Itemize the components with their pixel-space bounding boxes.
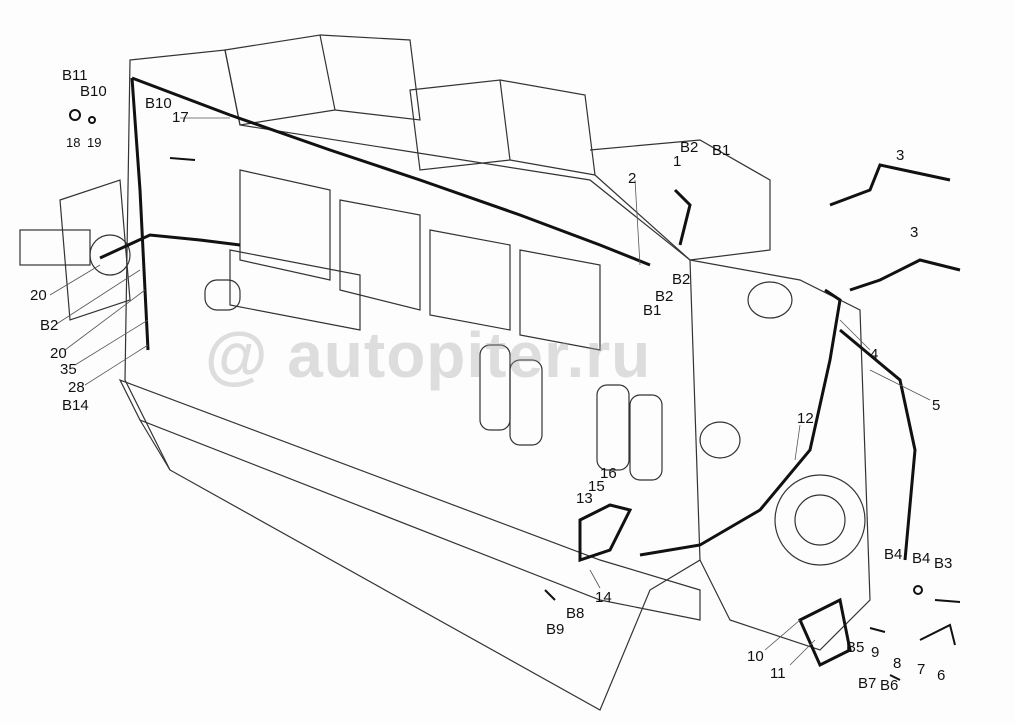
callout-label: 2 (628, 170, 637, 187)
callout-label: 20 (30, 287, 47, 304)
callout-label: 1 (673, 153, 682, 170)
watermark: @ autopiter.ru (205, 319, 652, 391)
callout-label: 3 (910, 224, 919, 241)
callout-label: B6 (880, 677, 899, 694)
callout-label: 14 (595, 589, 612, 606)
callout-label: B1 (712, 142, 731, 159)
callout-label: 28 (68, 379, 85, 396)
callout-label: B8 (566, 605, 585, 622)
callout-label: 5 (932, 397, 941, 414)
callout-label: B5 (846, 639, 865, 656)
callout-label: 20 (50, 345, 67, 362)
callout-label: 12 (797, 410, 814, 427)
callout-label: 19 (87, 135, 102, 150)
callout-label: B14 (62, 397, 89, 414)
callout-label: 9 (871, 644, 880, 661)
callout-label: B2 (40, 317, 59, 334)
callout-label: B3 (934, 555, 953, 572)
callout-label: 17 (172, 109, 189, 126)
callout-label: 15 (588, 478, 605, 495)
callout-label: 3 (896, 147, 905, 164)
callout-label: B10 (80, 83, 107, 100)
callout-label: B11 (62, 67, 88, 84)
callout-label: B4 (912, 550, 931, 567)
callout-label: B2 (672, 271, 691, 288)
fuel-filters (479, 344, 663, 481)
callout-label: 35 (60, 361, 77, 378)
callout-label: B7 (858, 675, 877, 692)
callout-label: B1 (643, 302, 662, 319)
callout-label: 4 (870, 346, 879, 363)
callout-label: B9 (546, 621, 565, 638)
fuel-pipes (99, 76, 961, 668)
callout-label: B4 (884, 546, 903, 563)
callout-label: 11 (770, 665, 786, 682)
engine-block (19, 49, 871, 711)
callout-label: 16 (600, 465, 617, 482)
callout-label: 6 (937, 667, 946, 684)
callout-label: B10 (145, 95, 172, 112)
callout-label: B2 (680, 139, 699, 156)
fasteners (69, 109, 961, 681)
callout-label: 13 (576, 490, 593, 507)
callout-label: 7 (917, 661, 926, 678)
leader-lines (49, 117, 931, 666)
callout-label: B2 (655, 288, 674, 305)
callout-label: 8 (893, 655, 902, 672)
callout-label: 18 (66, 135, 81, 150)
callout-label: 10 (747, 648, 764, 665)
